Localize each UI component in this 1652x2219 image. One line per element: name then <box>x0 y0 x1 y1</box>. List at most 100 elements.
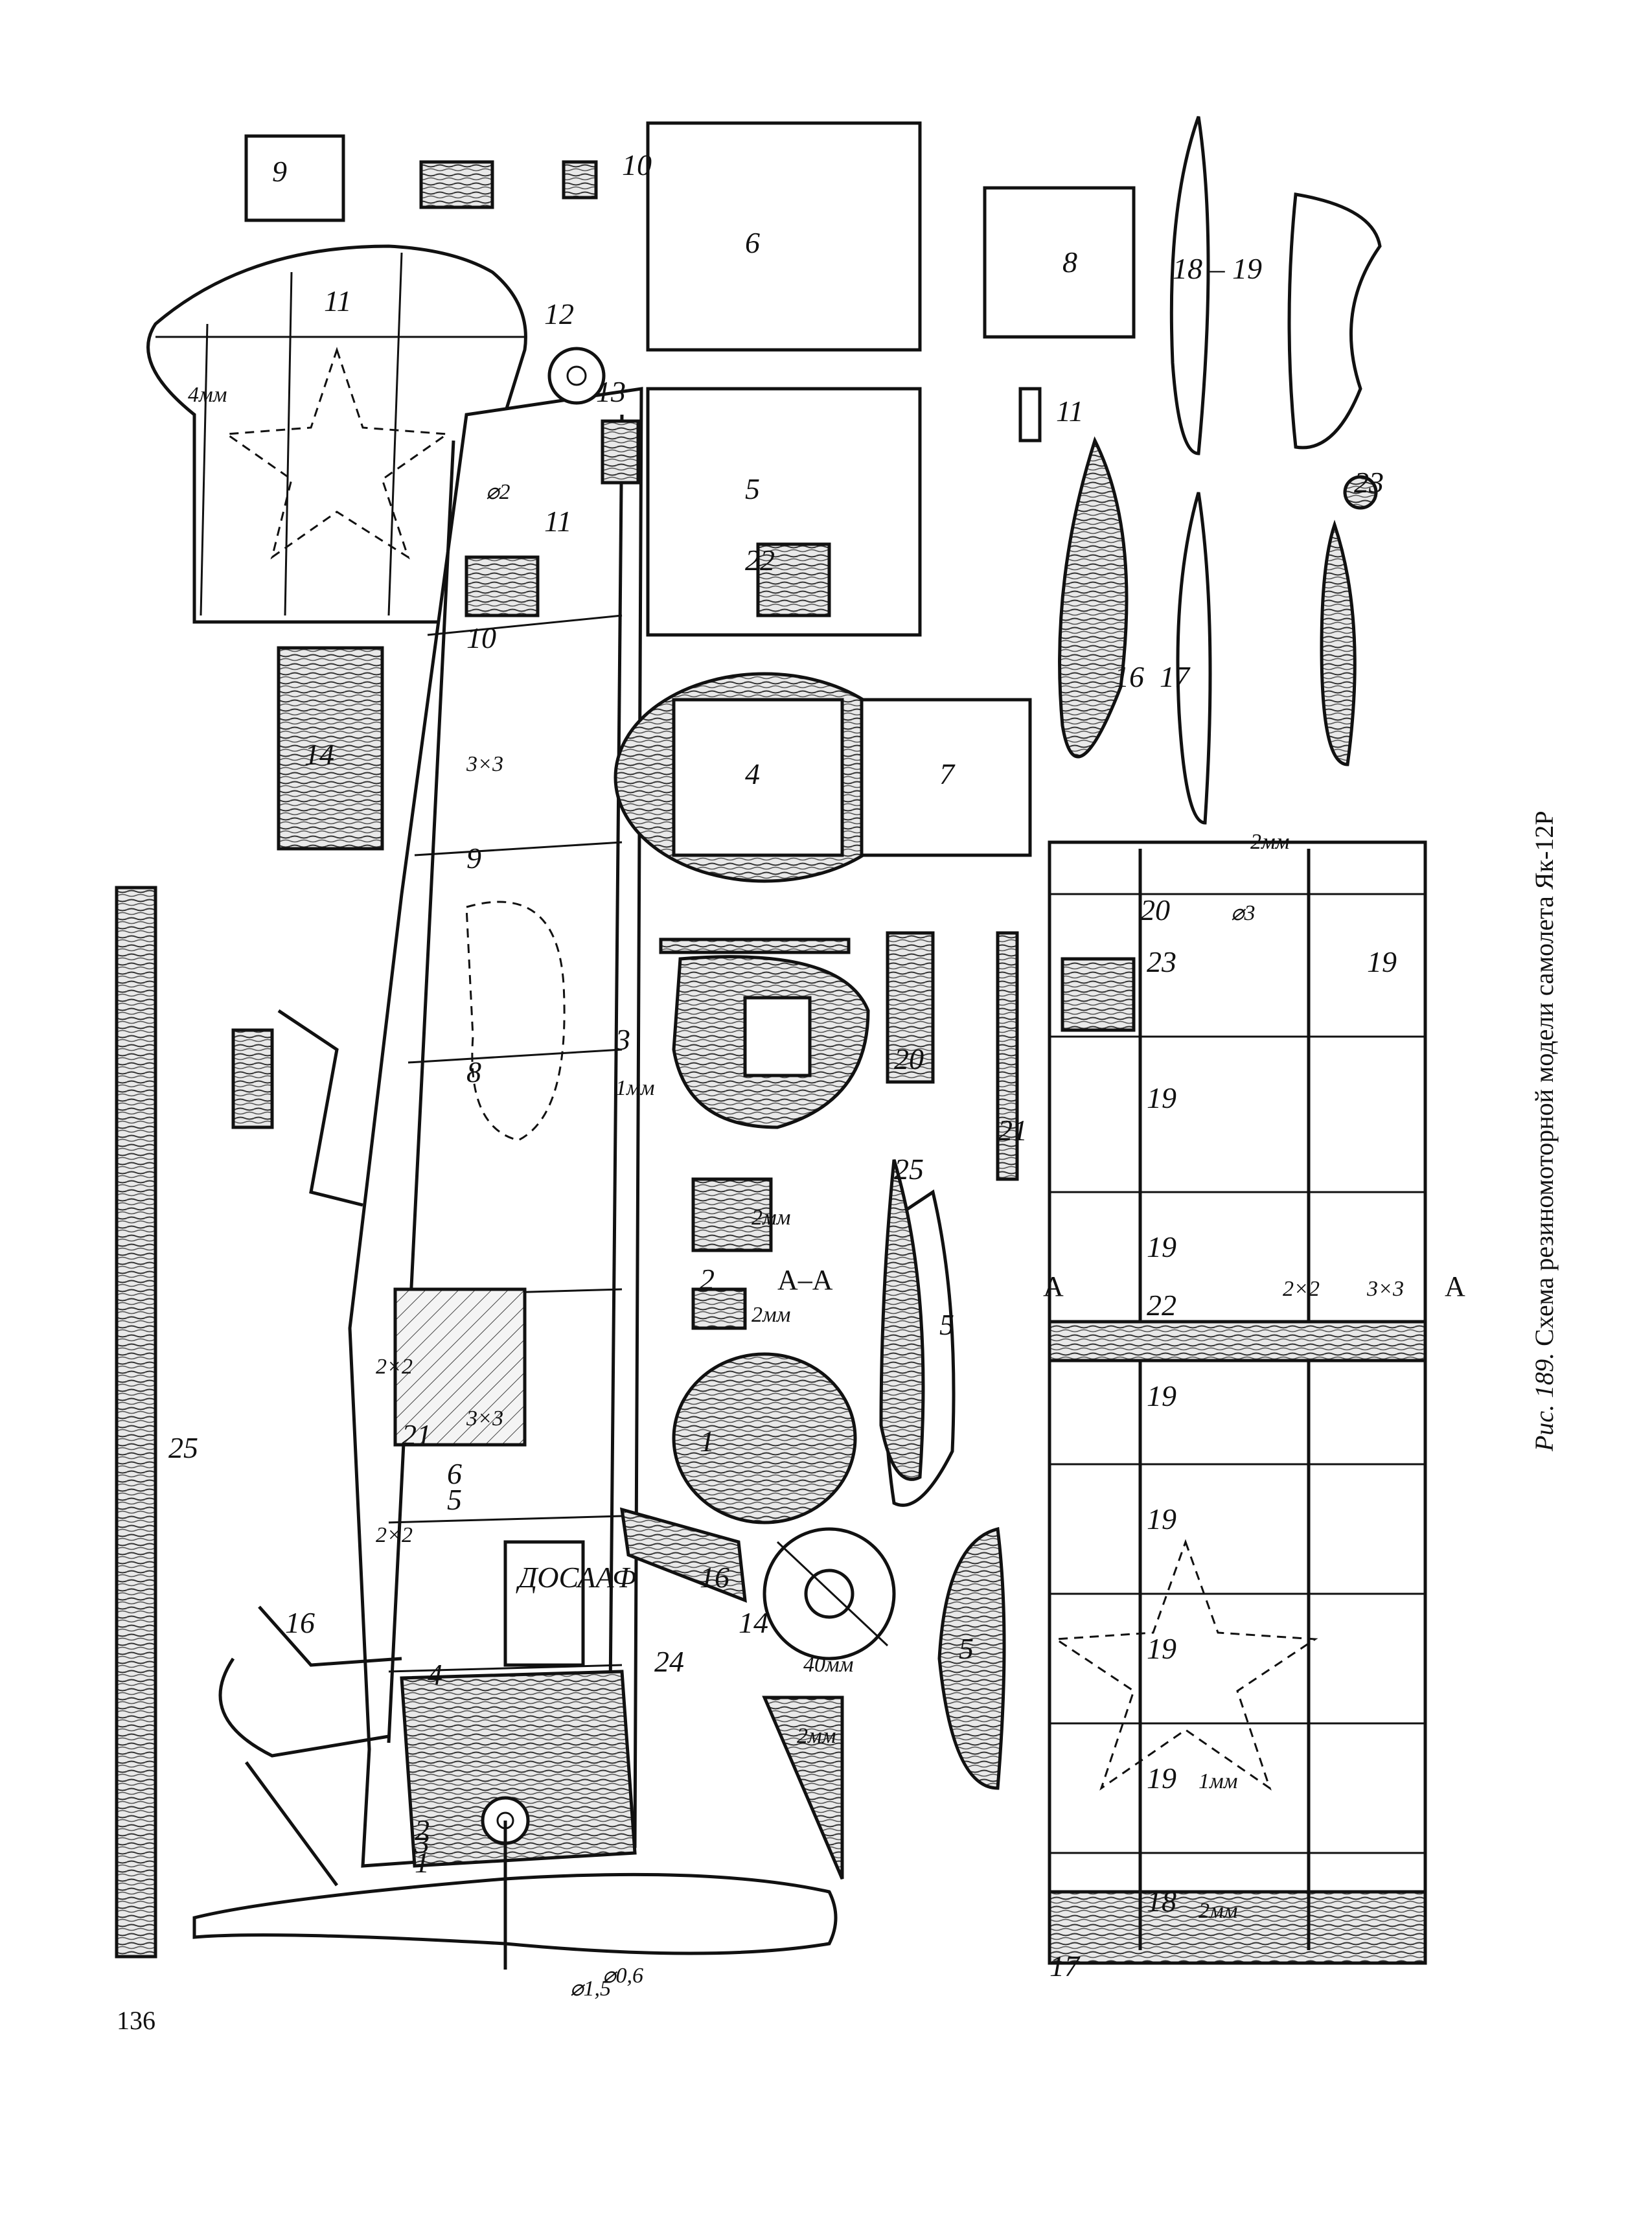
dim-2mm-tri: 2мм <box>797 1724 836 1748</box>
dim-wing-2x2: 2×2 <box>1283 1277 1320 1301</box>
section-mark-left: A <box>1043 1270 1064 1302</box>
label-1-part: 1 <box>700 1425 715 1458</box>
former-7 <box>646 121 922 352</box>
label-14: 14 <box>304 738 334 771</box>
former-4 <box>672 698 844 857</box>
label-6-part: 5 <box>745 472 760 505</box>
former-3-strip <box>659 937 851 954</box>
label-25: 25 <box>168 1431 198 1464</box>
labels: 21 25 4 24 16 16 6 5 8 9 10 11 12 13 14 … <box>168 148 1465 2001</box>
label-17-wing: 17 <box>1050 1949 1081 1983</box>
part-23 <box>1061 957 1136 1032</box>
tail-wheel-hub <box>566 365 587 386</box>
wing-plan-view <box>1048 840 1427 1965</box>
dim-wing-3x3: 3×3 <box>1366 1277 1404 1301</box>
label-20: 18 – 19 <box>1173 252 1262 285</box>
part-25 <box>879 1159 925 1481</box>
landing-gear-wire <box>218 1657 389 1887</box>
label-10-part: 9 <box>272 155 287 188</box>
nose-cowling <box>400 1670 637 1868</box>
insignia-panel <box>503 1540 585 1667</box>
label-19a: 19 <box>1147 1762 1176 1795</box>
label-21-part: 20 <box>894 1042 924 1075</box>
wing-strut <box>619 1507 747 1603</box>
dim-2x2b: 2×2 <box>376 1355 413 1379</box>
label-5b-part: 5 <box>959 1632 974 1665</box>
canopy-part <box>1287 192 1382 450</box>
dim-3x3: 3×3 <box>466 752 503 776</box>
part-24-rib <box>1320 520 1357 766</box>
label-16b: 16 <box>285 1606 315 1639</box>
rib-22 <box>1048 1320 1427 1362</box>
frame-10-block <box>465 555 540 617</box>
part-13 <box>601 419 640 485</box>
part-24 <box>1343 475 1378 510</box>
label-19c: 19 <box>1147 1502 1176 1535</box>
label-1: 1 <box>415 1846 430 1879</box>
section-mark-right: A <box>1445 1270 1465 1302</box>
label-22-wing: 22 <box>1147 1289 1176 1322</box>
former-9 <box>983 186 1136 339</box>
right-parts <box>1018 116 1382 825</box>
part-22 <box>996 931 1019 1181</box>
part-11a <box>419 160 494 209</box>
label-19b: 19 <box>1147 1632 1176 1665</box>
former-8 <box>860 698 1032 857</box>
label-23: 22 <box>745 544 775 577</box>
bottom-longeron <box>607 414 624 1834</box>
part-11b <box>562 160 598 200</box>
frame-10 <box>427 614 623 636</box>
part-2-block <box>691 1177 773 1252</box>
label-24: 24 <box>654 1645 684 1678</box>
label-20-wing: 20 <box>1140 893 1170 926</box>
label-4-part: 4 <box>745 757 760 790</box>
part-13-small <box>231 1028 274 1129</box>
caption-text: Схема резиномоторной модели самолета Як-… <box>1530 811 1559 1346</box>
propeller <box>192 1872 838 1955</box>
landing-gear-wire <box>258 1605 402 1667</box>
label-5: 5 <box>447 1483 462 1516</box>
rib-18-19 <box>1176 492 1212 825</box>
label-18-wing: 18 <box>1147 1885 1176 1918</box>
label-6: 6 <box>447 1457 462 1490</box>
fin-rib <box>387 252 403 616</box>
label-19e: 19 <box>1147 1230 1176 1263</box>
fin-rib <box>200 323 209 616</box>
dim-2mm-b: 2мм <box>751 1303 790 1327</box>
label-4: 4 <box>428 1658 442 1691</box>
dim-d06: ⌀0,6 <box>602 1964 643 1988</box>
label-12: 12 <box>544 297 574 330</box>
frame-5 <box>388 1515 623 1524</box>
label-19d: 19 <box>1147 1379 1176 1412</box>
label-11-part: 10 <box>622 148 652 181</box>
dim-40mm-line <box>776 1541 889 1647</box>
dim-40mm: 40мм <box>803 1653 853 1677</box>
label-11: 11 <box>544 505 572 538</box>
label-18-19: 17 <box>1160 660 1191 693</box>
part-17 <box>1058 436 1129 759</box>
part-15-triangle <box>762 1696 844 1880</box>
label-3b: 3 <box>414 1826 430 1859</box>
formers-column <box>614 121 1136 1880</box>
label-21: 21 <box>402 1418 431 1451</box>
dim-wing-2mm: 2мм <box>1199 1899 1237 1923</box>
label-2: 2 <box>415 1813 430 1846</box>
part-14 <box>277 646 384 851</box>
page-number: 136 <box>117 2006 155 2035</box>
fin-rib <box>284 271 293 616</box>
label-2-part: 2 <box>700 1263 715 1296</box>
label-12-part: 11 <box>1056 395 1084 428</box>
label-17: 16 <box>1114 660 1144 693</box>
wing-star <box>1053 1539 1318 1791</box>
part-5-curved <box>937 1526 1006 1790</box>
insignia-text: ДОСААФ <box>516 1561 636 1594</box>
label-8: 8 <box>466 1055 481 1088</box>
cabin-window <box>393 1287 527 1447</box>
rudder-fin <box>146 244 527 624</box>
section-title: A–A <box>777 1264 833 1296</box>
top-longeron <box>387 440 455 1743</box>
label-16: 16 <box>700 1561 729 1594</box>
label-8-part: 7 <box>939 757 956 790</box>
